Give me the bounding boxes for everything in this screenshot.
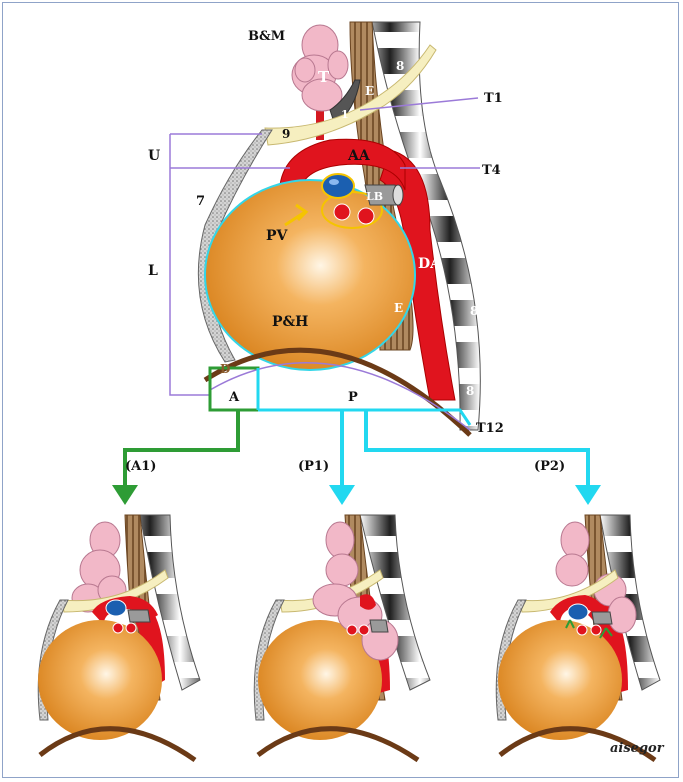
label-thymus: T (318, 68, 330, 86)
label-sternum: 7 (196, 194, 205, 209)
label-rib-1: 1 (341, 108, 349, 121)
label-left-bronchus: LB (366, 190, 383, 203)
label-esophagus-mid: E (394, 301, 403, 315)
label-diaphragm: D (220, 362, 230, 376)
pulmonary-artery-dot (334, 204, 350, 220)
label-descending-aorta: DA (418, 256, 442, 272)
label-pv: PV (266, 228, 289, 244)
subdiagram-p1 (254, 515, 430, 760)
author-signature: aisegor (610, 741, 665, 756)
arrow-a1 (125, 410, 238, 490)
label-bm: B&M (248, 29, 285, 44)
heart-pericardium (205, 180, 415, 370)
subdiagram-a1 (38, 515, 200, 760)
label-upper: U (148, 148, 160, 164)
main-diagram: B&M T E 1 9 7 8 8 8 8 8 T1 T4 T12 U L AA… (112, 22, 601, 505)
label-vertebra: 8 (396, 59, 404, 73)
label-vertebra: 8 (470, 304, 478, 318)
label-anterior: A (228, 390, 240, 405)
label-vertebra: 8 (430, 142, 438, 156)
label-vertebra: 8 (466, 384, 474, 398)
label-a1: (A1) (125, 459, 156, 474)
pulmonary-vein (322, 174, 354, 198)
label-esophagus-top: E (365, 84, 374, 98)
label-lower: L (148, 263, 158, 279)
label-vertebra: 8 (460, 225, 468, 239)
label-rib-9: 9 (282, 127, 290, 141)
label-t4: T4 (482, 163, 501, 178)
label-t1: T1 (484, 91, 503, 106)
label-p1: (P1) (298, 459, 329, 474)
label-t12: T12 (476, 421, 504, 436)
pulmonary-artery-dot (358, 208, 374, 224)
label-p2: (P2) (534, 459, 565, 474)
subdiagram-p2 (496, 515, 660, 760)
label-aortic-arch: AA (347, 148, 371, 164)
label-pericardium-heart: P&H (272, 314, 308, 330)
label-posterior: P (348, 390, 358, 405)
